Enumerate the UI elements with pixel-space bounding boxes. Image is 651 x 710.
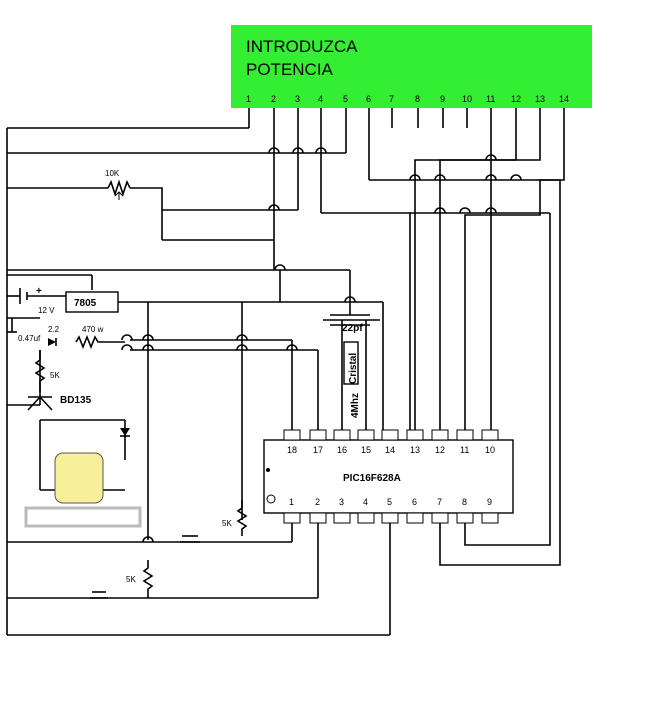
voltage-regulator: 7805 [65, 291, 119, 313]
transistor-label: BD135 [60, 395, 92, 406]
chip-pin [431, 512, 449, 524]
lcd-pin-label: 6 [366, 94, 371, 104]
chip-pin [431, 429, 449, 441]
battery-plus: + [36, 286, 42, 297]
lcd-pin-label: 11 [486, 94, 495, 104]
transistor-bd135: BD135 [27, 395, 92, 411]
resistor-5k-low: 5K [126, 560, 154, 598]
chip-pin-label: 18 [287, 445, 297, 455]
lamp-tray [24, 506, 142, 528]
regulator-label: 7805 [74, 298, 97, 309]
wire-crossings [121, 147, 522, 543]
lcd-pin-leads [248, 108, 565, 440]
battery: + 12 V [7, 286, 66, 333]
lcd-pin-label: 12 [511, 94, 521, 104]
diode [120, 428, 130, 437]
chip-pin [456, 512, 474, 524]
small-resistors: 2.2 470 w [48, 325, 125, 350]
lcd-pin-label: 10 [462, 94, 472, 104]
resistor-5k-top: 5K [34, 350, 60, 392]
lamp [24, 452, 142, 528]
chip-pin-label: 4 [363, 497, 368, 507]
chip-pin-label: 15 [361, 445, 371, 455]
cap-22pf-label: 22pf [342, 323, 363, 334]
lcd-panel [231, 25, 592, 108]
chip-pin [357, 512, 375, 524]
chip-pin [309, 429, 327, 441]
lcd-pin-label: 13 [535, 94, 545, 104]
lcd-pin-label: 2 [271, 94, 276, 104]
r5k-mid-label: 5K [222, 519, 232, 528]
capacitor-047: 0.47uf [18, 334, 41, 343]
chip-pin [283, 429, 301, 441]
chip-pin-label: 17 [313, 445, 323, 455]
capacitor-label: 0.47uf [18, 334, 41, 343]
chip-pin-label: 13 [410, 445, 420, 455]
chip-pin [481, 512, 499, 524]
lcd-line-2: POTENCIA [246, 60, 334, 79]
chip-pin-label: 16 [337, 445, 347, 455]
lcd-pin-label: 5 [343, 94, 348, 104]
chip-pin-label: 10 [485, 445, 495, 455]
chip-pin [309, 512, 327, 524]
chip-pin-label: 5 [387, 497, 392, 507]
chip-name: PIC16F628A [343, 473, 401, 484]
freq-label: 4Mhz [350, 393, 361, 418]
chip-pin [381, 429, 399, 441]
lcd-pin-label: 7 [389, 94, 394, 104]
potentiometer: 10K [105, 169, 131, 200]
chip-pin-label: 9 [487, 497, 492, 507]
chip-pin-label: 14 [385, 445, 395, 455]
lcd-line-1: INTRODUZCA [246, 37, 358, 56]
lcd-pin-label: 8 [415, 94, 420, 104]
wiring [6, 127, 565, 636]
chip-pin-label: 11 [460, 445, 469, 455]
lamp-body [54, 452, 104, 504]
chip-pin-label: 6 [412, 497, 417, 507]
push-buttons [90, 535, 200, 599]
pot-label: 10K [105, 169, 120, 178]
chip-pin [406, 512, 424, 524]
chip-pin [283, 512, 301, 524]
chip-pin [406, 429, 424, 441]
chip-pin [333, 429, 351, 441]
chip-pin-label: 2 [315, 497, 320, 507]
chip-pin [481, 429, 499, 441]
crystal-label: Cristal [348, 353, 359, 384]
r5k-low-label: 5K [126, 575, 136, 584]
lcd-pin-label: 4 [318, 94, 323, 104]
chip-pin [456, 429, 474, 441]
crystal-network: 22pf Cristal 4Mhz [330, 314, 370, 418]
chip-pin [333, 512, 351, 524]
r-small2-label: 470 w [82, 325, 104, 334]
chip-pin [357, 429, 375, 441]
battery-label: 12 V [38, 306, 55, 315]
chip-pin-label: 7 [437, 497, 442, 507]
chip-pin-label: 3 [339, 497, 344, 507]
chip-pin-label: 8 [462, 497, 467, 507]
lcd-pin-label: 3 [295, 94, 300, 104]
chip-pin [381, 512, 399, 524]
chip-pin-label: 1 [289, 497, 294, 507]
lcd-pin-label: 14 [559, 94, 569, 104]
chip-pin-label: 12 [435, 445, 445, 455]
resistor-5k-mid: 5K [222, 500, 248, 536]
chip-bottom-pins: 1 2 3 4 5 6 7 8 9 [283, 497, 499, 524]
chip-top-pins: 18 17 16 15 14 13 12 11 10 [283, 429, 499, 455]
r5k-top-label: 5K [50, 371, 60, 380]
chip-body [263, 439, 514, 514]
lcd-pin-label: 9 [440, 94, 445, 104]
lcd-pin-label: 1 [246, 94, 251, 104]
r-small1-label: 2.2 [48, 325, 60, 334]
